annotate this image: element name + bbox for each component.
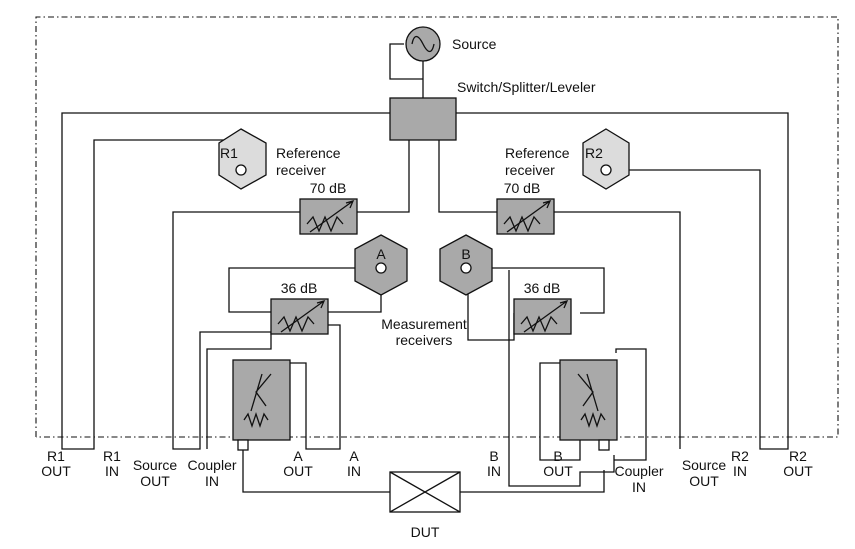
coupler-right	[559, 359, 618, 451]
dut-label: DUT	[411, 524, 440, 540]
ref-receiver-right-label-1: Reference	[505, 145, 570, 161]
signal-wires	[61, 43, 789, 493]
attenuator-70db-right	[496, 198, 555, 235]
port-coupler-in-right-1: Coupler	[614, 463, 663, 479]
port-labels: R1 OUT R1 IN Source OUT Coupler IN A OUT…	[41, 448, 813, 495]
port-a-out-2: OUT	[283, 463, 313, 479]
attenuator-70db-left	[299, 198, 358, 235]
port-a-in-1: A	[349, 448, 359, 464]
port-r1-out-2: OUT	[41, 463, 71, 479]
port-r2-out-2: OUT	[783, 463, 813, 479]
attenuator-70db-right-label: 70 dB	[504, 180, 541, 196]
port-a-out-1: A	[293, 448, 303, 464]
port-a-in-2: IN	[347, 463, 361, 479]
ref-receiver-left-label-1: Reference	[276, 145, 341, 161]
receiver-r1	[218, 128, 267, 190]
port-b-in-2: IN	[487, 463, 501, 479]
receiver-b-label: B	[461, 246, 470, 262]
source-label: Source	[452, 36, 497, 52]
port-r1-in-2: IN	[105, 463, 119, 479]
measurement-receivers-label-2: receivers	[396, 332, 453, 348]
port-b-in-1: B	[489, 448, 498, 464]
port-b-out-2: OUT	[543, 463, 573, 479]
port-source-out-right-1: Source	[682, 457, 727, 473]
attenuator-36db-left	[270, 298, 329, 335]
switch-splitter-leveler	[389, 97, 457, 141]
ref-receiver-left-label-2: receiver	[276, 162, 326, 178]
instrument-boundary	[35, 16, 839, 438]
attenuator-36db-left-label: 36 dB	[281, 280, 318, 296]
switch-label: Switch/Splitter/Leveler	[457, 79, 596, 95]
ref-receiver-right-label-2: receiver	[505, 162, 555, 178]
coupler-left	[232, 359, 291, 451]
receiver-a-label: A	[376, 246, 386, 262]
attenuator-36db-right	[513, 298, 572, 335]
port-coupler-in-right-2: IN	[632, 479, 646, 495]
source-oscillator	[405, 26, 441, 62]
port-source-out-right-2: OUT	[689, 473, 719, 489]
attenuator-70db-left-label: 70 dB	[310, 180, 347, 196]
receiver-r2-label: R2	[585, 145, 603, 161]
port-r2-in-1: R2	[731, 448, 749, 464]
port-r2-in-2: IN	[733, 463, 747, 479]
port-r2-out-1: R2	[789, 448, 807, 464]
port-source-out-left-2: OUT	[140, 473, 170, 489]
attenuator-36db-right-label: 36 dB	[524, 280, 561, 296]
receiver-r1-label: R1	[220, 145, 238, 161]
receiver-a	[354, 234, 408, 296]
port-coupler-in-left-2: IN	[205, 473, 219, 489]
port-r1-in-1: R1	[103, 448, 121, 464]
receiver-r2	[582, 128, 630, 190]
port-source-out-left-1: Source	[133, 457, 178, 473]
port-coupler-in-left-1: Coupler	[187, 457, 236, 473]
port-r1-out-1: R1	[47, 448, 65, 464]
dut-box	[389, 471, 461, 513]
receiver-b	[439, 234, 493, 296]
port-b-out-1: B	[553, 448, 562, 464]
measurement-receivers-label-1: Measurement	[381, 316, 467, 332]
